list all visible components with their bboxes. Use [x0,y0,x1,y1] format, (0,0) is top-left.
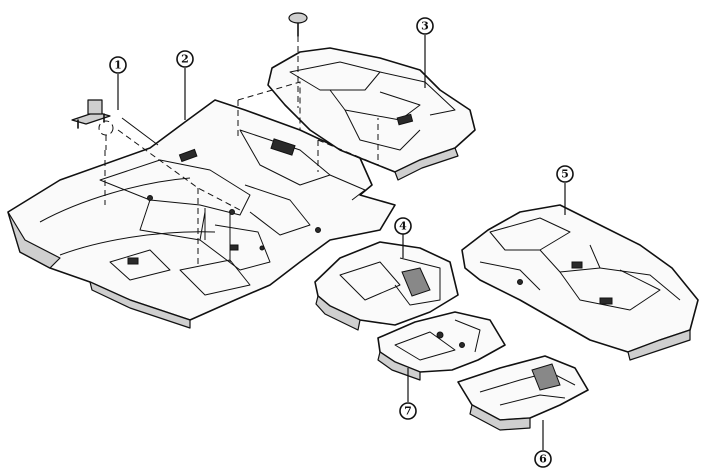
center-tunnel-carpet [314,241,459,331]
carpet-clip-part [71,99,114,150]
rear-floor-carpet-upper [237,12,476,181]
main-floor-carpet [7,99,396,329]
callout-5-label: 5 [561,168,569,181]
callout-4-label: 4 [399,220,407,233]
callout-4: 4 [394,217,412,258]
rear-foot-carpet [457,355,589,431]
lower-tunnel-carpet [377,311,506,381]
callout-5: 5 [556,165,574,215]
callout-6-label: 6 [539,453,547,466]
callout-2-label: 2 [181,53,189,66]
rear-floor-carpet-right [461,204,699,361]
callout-1: 1 [109,56,127,110]
callout-1-label: 1 [114,59,122,72]
callout-2: 2 [176,50,194,120]
callout-6: 6 [534,420,552,468]
callout-7-label: 7 [404,405,412,418]
callout-3: 3 [416,17,434,88]
callout-3-label: 3 [421,20,429,33]
callout-7: 7 [399,368,417,420]
